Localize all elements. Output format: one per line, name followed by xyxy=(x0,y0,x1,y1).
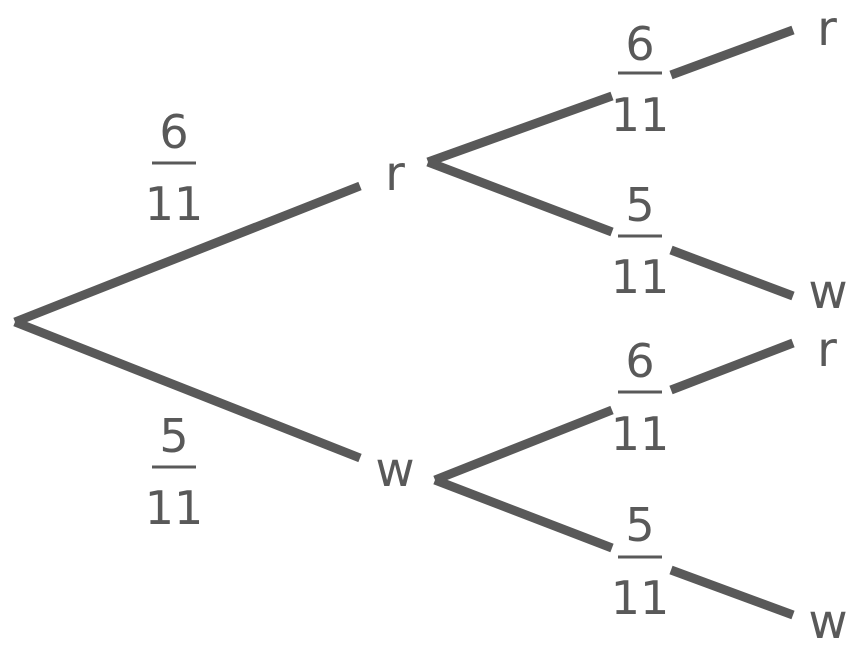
probability-fraction-root-to-w: 5 11 xyxy=(145,409,204,535)
fraction-denominator: 11 xyxy=(145,481,204,535)
branch-root-to-w xyxy=(13,317,362,463)
node-label-w: w xyxy=(375,442,414,498)
fraction-denominator: 11 xyxy=(611,250,670,304)
branch-r-to-r-upper-segment xyxy=(669,25,795,80)
fraction-numerator: 5 xyxy=(625,498,654,552)
branch-w-to-w-lower-segment xyxy=(669,565,795,620)
branch-w-to-r-upper-segment xyxy=(669,338,795,395)
branch-r-to-w-lower-segment xyxy=(669,245,795,301)
node-label-r: r xyxy=(385,146,405,202)
branch-w-to-r-lower-segment xyxy=(433,405,614,485)
leaf-label-r: r xyxy=(817,322,837,378)
fraction-numerator: 6 xyxy=(625,334,654,388)
fraction-numerator: 5 xyxy=(625,178,654,232)
leaf-label-r: r xyxy=(817,1,837,57)
leaf-label-w: w xyxy=(808,594,847,650)
fraction-numerator: 6 xyxy=(159,105,188,159)
fraction-denominator: 11 xyxy=(611,88,670,142)
fraction-numerator: 6 xyxy=(625,17,654,71)
fraction-denominator: 11 xyxy=(611,407,670,461)
branch-r-to-r-lower-segment xyxy=(426,91,614,167)
probability-fraction-w-to-r: 6 11 xyxy=(611,334,670,461)
fraction-numerator: 5 xyxy=(159,409,188,463)
probability-fraction-r-to-r: 6 11 xyxy=(611,17,670,142)
fraction-denominator: 11 xyxy=(145,177,204,231)
branch-r-to-w-upper-segment xyxy=(426,157,614,237)
probability-fraction-r-to-w: 5 11 xyxy=(611,178,670,304)
probability-fraction-w-to-w: 5 11 xyxy=(611,498,670,625)
fraction-denominator: 11 xyxy=(611,571,670,625)
leaf-label-w: w xyxy=(808,264,847,320)
probability-fraction-root-to-r: 6 11 xyxy=(145,105,204,231)
branch-root-to-r xyxy=(13,181,362,327)
branch-w-to-w-upper-segment xyxy=(433,475,614,553)
